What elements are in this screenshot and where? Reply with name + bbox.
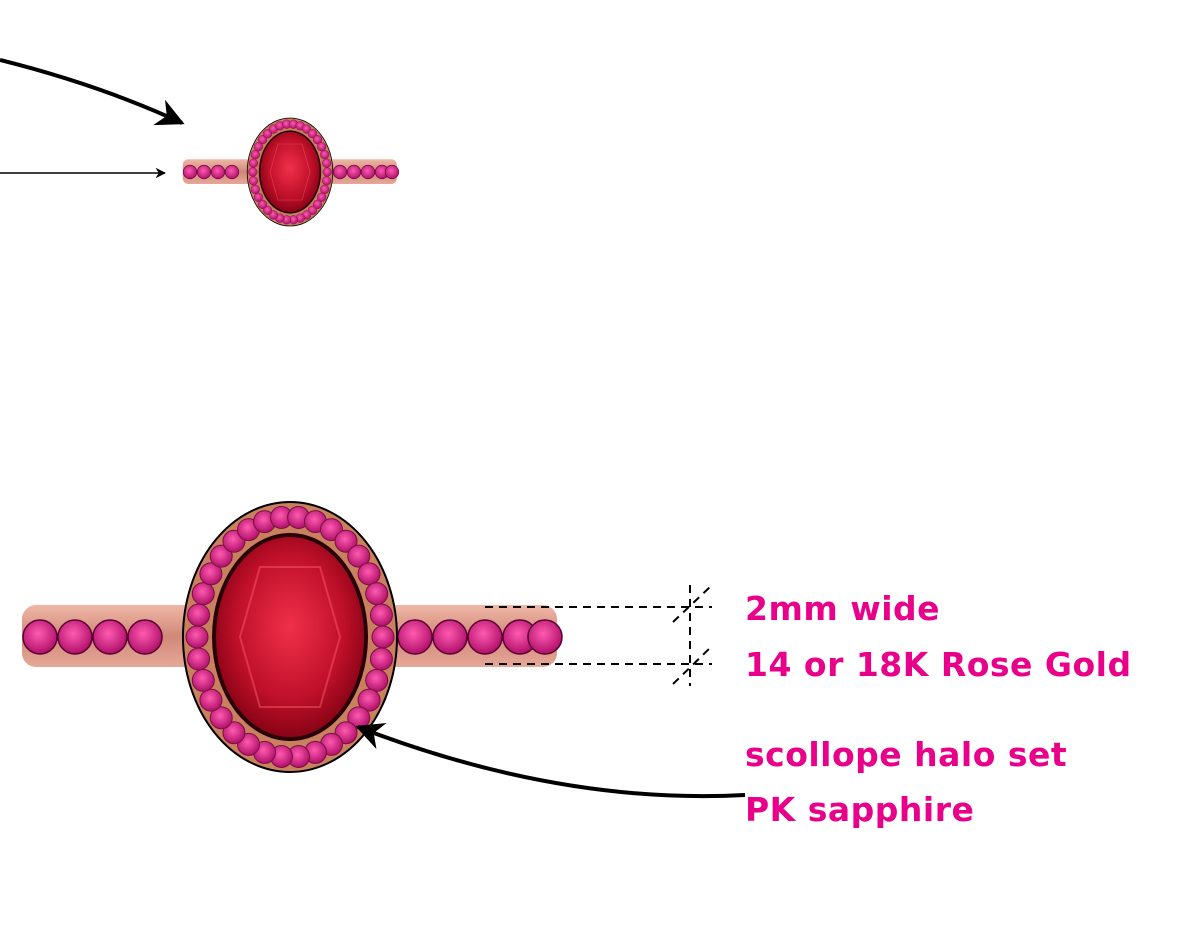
- halo-stone: [253, 142, 263, 152]
- band-stone: [346, 164, 362, 180]
- halo-stone: [347, 544, 371, 568]
- arrow-halo-callout: [355, 723, 746, 799]
- setting-label: scollope halo set: [745, 735, 1068, 774]
- band-stone: [210, 164, 226, 180]
- halo-stone: [199, 688, 223, 712]
- halo-stone: [312, 199, 323, 209]
- halo-stone: [187, 603, 211, 627]
- band-stone: [527, 619, 563, 655]
- arrow-curved-top: [0, 58, 185, 126]
- band-stone: [182, 164, 198, 180]
- band-stone: [127, 619, 163, 655]
- halo-stone: [187, 647, 211, 671]
- halo-stone: [262, 205, 273, 215]
- halo-stone: [365, 582, 389, 606]
- halo-stone: [253, 192, 263, 202]
- metal-label: 14 or 18K Rose Gold: [745, 645, 1132, 684]
- band-stone: [92, 619, 128, 655]
- band-stone: [224, 164, 240, 180]
- halo-stone: [257, 199, 268, 209]
- halo-stone: [322, 167, 332, 177]
- halo-stone: [320, 150, 330, 160]
- band-stone: [360, 164, 376, 180]
- halo-stone: [369, 647, 393, 671]
- ring-large-view: [22, 501, 563, 773]
- center-stone: [216, 537, 364, 737]
- halo-stone: [257, 135, 268, 145]
- halo-stone: [191, 668, 215, 692]
- halo-stone: [369, 603, 393, 627]
- halo-stone: [321, 158, 332, 168]
- ring-small-view: [182, 117, 400, 227]
- halo-stone: [222, 721, 246, 745]
- halo-stone: [250, 150, 260, 160]
- width-label: 2mm wide: [745, 589, 941, 628]
- center-stone-facets: [269, 143, 311, 201]
- band-stone: [22, 619, 58, 655]
- halo-stone: [199, 562, 223, 586]
- halo-stone: [357, 562, 381, 586]
- halo-stone: [248, 158, 259, 168]
- halo-stone: [185, 625, 209, 649]
- halo-stone: [317, 192, 327, 202]
- halo-stone: [357, 688, 381, 712]
- band-stone: [467, 619, 503, 655]
- band-stone: [332, 164, 348, 180]
- halo-stone: [320, 184, 330, 194]
- halo-stone: [209, 706, 233, 730]
- center-stone-facets: [238, 566, 342, 708]
- halo-stone: [371, 625, 395, 649]
- halo-stone: [248, 167, 258, 177]
- halo-stone: [312, 135, 323, 145]
- band-stone: [57, 619, 93, 655]
- halo-stone: [365, 668, 389, 692]
- halo-stone: [250, 184, 260, 194]
- halo-stone: [321, 176, 332, 186]
- band-stone: [196, 164, 212, 180]
- halo-stone: [248, 176, 259, 186]
- band-stone: [432, 619, 468, 655]
- halo-stone: [191, 582, 215, 606]
- center-stone: [260, 132, 320, 212]
- stone-label: PK sapphire: [745, 790, 975, 829]
- halo-stone: [317, 142, 327, 152]
- halo-stone: [334, 529, 358, 553]
- halo-stone: [307, 129, 318, 139]
- halo-stone: [209, 544, 233, 568]
- band-stone: [397, 619, 433, 655]
- band-stone: [384, 164, 400, 180]
- width-dimension: [485, 585, 712, 686]
